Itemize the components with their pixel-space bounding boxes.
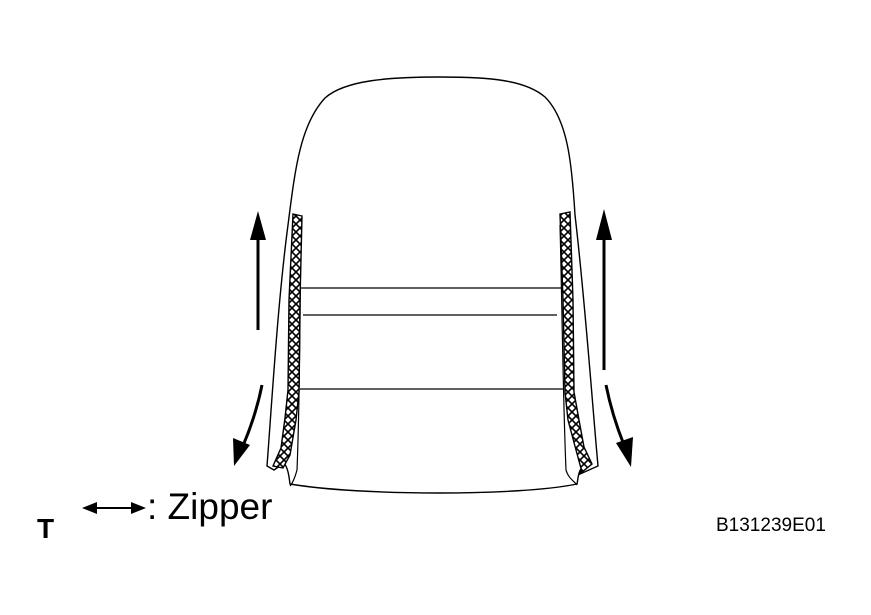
arrow-left-up: [250, 211, 266, 330]
inner-edge-right: [559, 224, 578, 486]
seat-back-outline: [266, 76, 599, 494]
figure-id: B131239E01: [716, 515, 826, 536]
arrow-right-up: [596, 209, 612, 370]
zipper-left: [272, 213, 303, 469]
double-headed-arrow-icon: [82, 502, 146, 514]
legend-zipper-label: : Zipper: [147, 486, 273, 527]
corner-letter: T: [37, 513, 55, 544]
arrow-left-down: [233, 384, 264, 466]
arrow-right-down: [604, 384, 633, 467]
zipper-right: [559, 211, 593, 474]
